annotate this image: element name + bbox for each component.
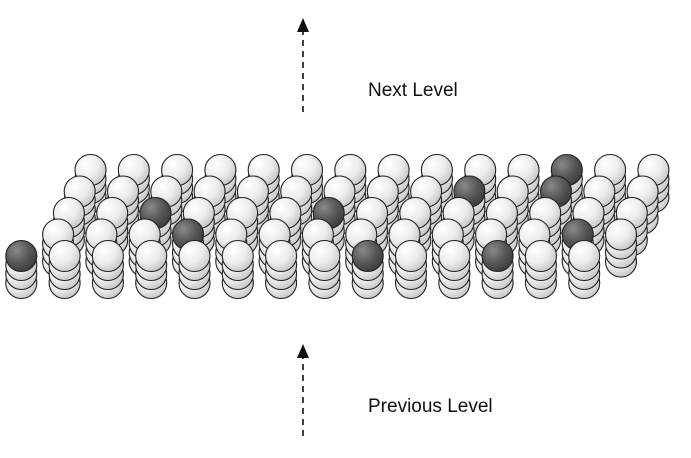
- light-atom: [604, 218, 638, 251]
- dark-atom: [481, 239, 514, 273]
- light-atom: [265, 239, 298, 273]
- previous-level-label: Previous Level: [368, 396, 493, 417]
- dark-atom: [5, 239, 38, 273]
- light-atom: [135, 239, 168, 273]
- atom-lattice: [5, 153, 670, 300]
- light-atom: [308, 239, 341, 273]
- next-level-label: Next Level: [368, 80, 458, 101]
- previous-level-arrow: [297, 344, 309, 436]
- light-atom: [438, 239, 471, 273]
- light-atom: [394, 239, 428, 273]
- light-atom: [48, 239, 81, 273]
- light-atom: [524, 239, 557, 273]
- light-atom: [91, 239, 124, 273]
- light-atom: [221, 239, 254, 273]
- dark-atom: [351, 239, 384, 273]
- light-atom: [178, 239, 211, 273]
- next-level-arrow: [297, 18, 309, 112]
- light-atom: [568, 239, 601, 273]
